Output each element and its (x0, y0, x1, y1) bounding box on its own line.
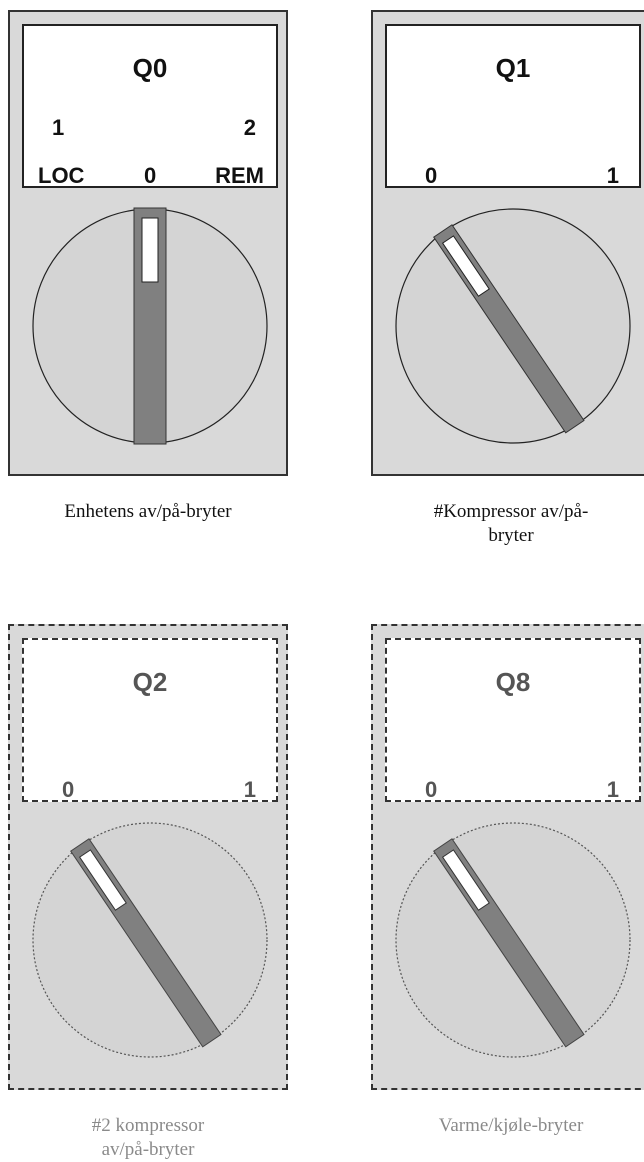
switch-title: Q2 (132, 667, 168, 697)
switch-q0: Q0 1 2 LOC 0 REM Enhetens av/på-bryter (8, 10, 288, 530)
position-label-0: 0 (144, 163, 157, 188)
label-window: Q1 0 1 (385, 24, 641, 188)
rotary-knob[interactable] (28, 818, 272, 1062)
knob-indicator (78, 849, 127, 911)
switch-panel: Q8 0 1 (371, 624, 644, 1090)
position-label-1: 1 (606, 777, 619, 802)
switch-caption: Enhetens av/på-bryter (8, 500, 288, 524)
switch-title: Q0 (132, 53, 168, 83)
switch-q8: Q8 0 1 Varme/kjøle-bryter (371, 624, 644, 1144)
caption-line: Enhetens av/på-bryter (64, 501, 232, 522)
rotary-knob[interactable] (391, 204, 635, 448)
position-label-1: 1 (52, 115, 65, 140)
knob-indicator (441, 235, 490, 297)
switch-q1: Q1 0 1 #Kompressor av/på- bryter (371, 10, 644, 570)
label-window: Q2 0 1 (22, 638, 278, 802)
rotary-knob[interactable] (391, 818, 635, 1062)
label-window: Q0 1 2 LOC 0 REM (22, 24, 278, 188)
position-label-2: 2 (243, 115, 256, 140)
rotary-knob[interactable] (28, 204, 272, 448)
position-label-0: 0 (425, 163, 438, 188)
caption-line: bryter (488, 525, 534, 546)
knob-indicator (141, 217, 159, 283)
switch-panel: Q1 0 1 (371, 10, 644, 476)
position-label-loc: LOC (38, 163, 85, 188)
position-label-0: 0 (425, 777, 438, 802)
label-window: Q8 0 1 (385, 638, 641, 802)
caption-line: Varme/kjøle-bryter (438, 1115, 584, 1136)
position-label-1: 1 (243, 777, 256, 802)
switch-panel: Q0 1 2 LOC 0 REM (8, 10, 288, 476)
caption-line: #Kompressor av/på- (433, 501, 589, 522)
switch-q2: Q2 0 1 #2 kompressor av/på-bryter (8, 624, 288, 1160)
switch-title: Q1 (495, 53, 531, 83)
switch-caption: #Kompressor av/på- bryter (371, 500, 644, 548)
caption-line: #2 kompressor (91, 1115, 205, 1136)
position-label-1: 1 (606, 163, 619, 188)
switch-title: Q8 (495, 667, 531, 697)
caption-line: av/på-bryter (101, 1139, 195, 1160)
position-label-rem: REM (215, 163, 264, 188)
knob-indicator (441, 849, 490, 911)
switch-caption: Varme/kjøle-bryter (371, 1114, 644, 1138)
switch-caption: #2 kompressor av/på-bryter (8, 1114, 288, 1162)
position-label-0: 0 (62, 777, 75, 802)
switch-panel: Q2 0 1 (8, 624, 288, 1090)
